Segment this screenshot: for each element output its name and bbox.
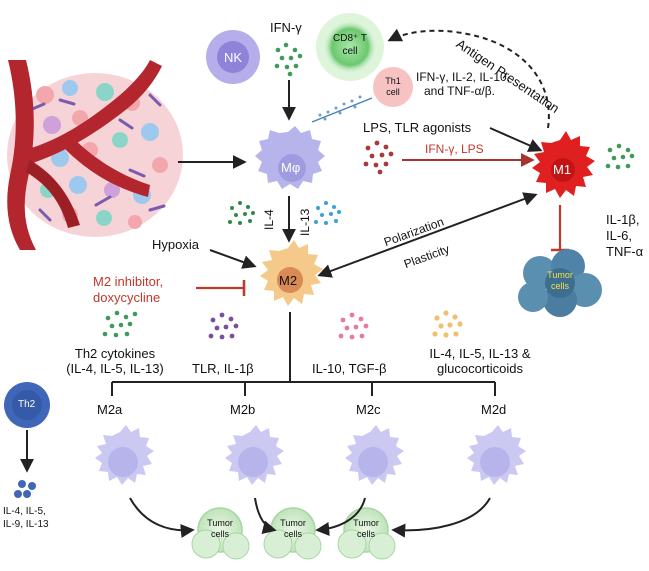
cd8-t-cell-icon [316,13,384,81]
cytokine-dots-icon [274,42,303,77]
th2-cytokine-dots [102,310,138,338]
th2-label: Th2 [18,399,36,410]
m2b-label: M2b [230,402,256,417]
arrow-polarization-plasticity [317,192,538,278]
m2c-label: M2c [356,402,381,417]
m2a-macrophage-icon [95,425,154,485]
th2-cytokines-line2: (IL-4, IL-5, IL-13) [66,361,164,376]
cd8-label-line1: CD8⁺ T [333,33,367,44]
m2d-macrophage-icon [467,425,526,485]
ifn-lps-dots [363,140,394,175]
ifn-lps-label: IFN-γ, LPS [425,142,484,156]
m1-cytokines-2: IL-6, [606,228,633,243]
m2d-label: M2d [481,402,507,417]
th1-cytokines-line1: IFN-γ, IL-2, IL-10, [416,70,511,84]
tumor-green-2-line1: Tumor [280,518,306,528]
il10-tgfb-label: IL-10, TGF-β [312,361,387,376]
lps-tlr-label: LPS, TLR agonists [363,120,472,135]
blood-vessel-icon [7,60,183,250]
tumor-green-1-line2: cells [210,529,229,539]
m1-cytokines-3: TNF-α [606,244,644,259]
m2d-stim-dots [432,310,463,338]
m1-macrophage-icon [532,131,595,198]
il4-dots [228,201,255,225]
m2-to-tumor-arrows [129,497,491,538]
macrophage-icon [255,126,325,189]
m2-macrophage-icon [260,240,323,306]
m2d-stim-line2: glucocorticoids [437,361,523,376]
tumor-cells-green-3 [337,507,396,560]
tumor-green-1-line1: Tumor [207,518,233,528]
m2d-stim-line1: IL-4, IL-5, IL-13 & [429,346,531,361]
m2b-macrophage-icon [225,425,284,485]
nk-cell-icon [206,30,260,84]
ifn-gamma-top-label: IFN-γ [270,20,302,35]
tumor-cells-green-2 [263,507,322,560]
nk-label: NK [224,50,243,65]
tumor-green-3-line2: cells [356,529,375,539]
il10-dots [338,312,369,340]
th2-cell-icon [4,382,50,428]
tumor-label-line1: Tumor [547,270,573,280]
il4-label: IL-4 [262,209,276,230]
tumor-label-line2: cells [550,281,569,291]
th1-cell-icon [373,67,413,107]
m1-cytokine-dots [605,143,635,170]
arrow-antigen-presentation [387,28,550,129]
m2-subtype-tree [111,312,496,396]
m2-label: M2 [279,273,298,288]
th2-out-line1: IL-4, IL-5, [3,506,46,517]
arrow-hypoxia-to-m2 [209,249,257,269]
th1-label-line1: Th1 [385,76,401,86]
m1-cytokines-1: IL-1β, [606,212,640,227]
cd8-label-line2: cell [342,46,358,57]
th2-out-line2: IL-9, IL-13 [3,519,49,530]
tlr-dots [208,312,239,340]
m2-inhibitor-line2: doxycycline [93,290,161,305]
th1-signal-line [311,97,373,123]
hypoxia-label: Hypoxia [152,237,199,252]
m2a-label: M2a [97,402,123,417]
tlr-il1b-label: TLR, IL-1β [192,361,254,376]
mphi-label: Mφ [281,160,301,175]
th2-cytokines-line1: Th2 cytokines [74,346,156,361]
th1-label-line2: cell [386,87,400,97]
il13-label: IL-13 [298,208,312,236]
tumor-cells-green-1 [191,507,250,560]
arrow-lps-to-m1 [489,127,543,152]
th1-cytokines-line2: and TNF-α/β. [424,84,495,98]
tumor-green-2-line2: cells [283,529,302,539]
tumor-cells-icon [518,249,602,317]
m2c-macrophage-icon [345,425,404,485]
m1-label: M1 [553,162,572,177]
m2-inhibitor-line1: M2 inhibitor, [93,274,164,289]
il13-dots [314,201,341,225]
th1-cytokine-dots [318,95,362,121]
tumor-green-3-line1: Tumor [353,518,379,528]
th2-secreted-dots [14,480,36,498]
